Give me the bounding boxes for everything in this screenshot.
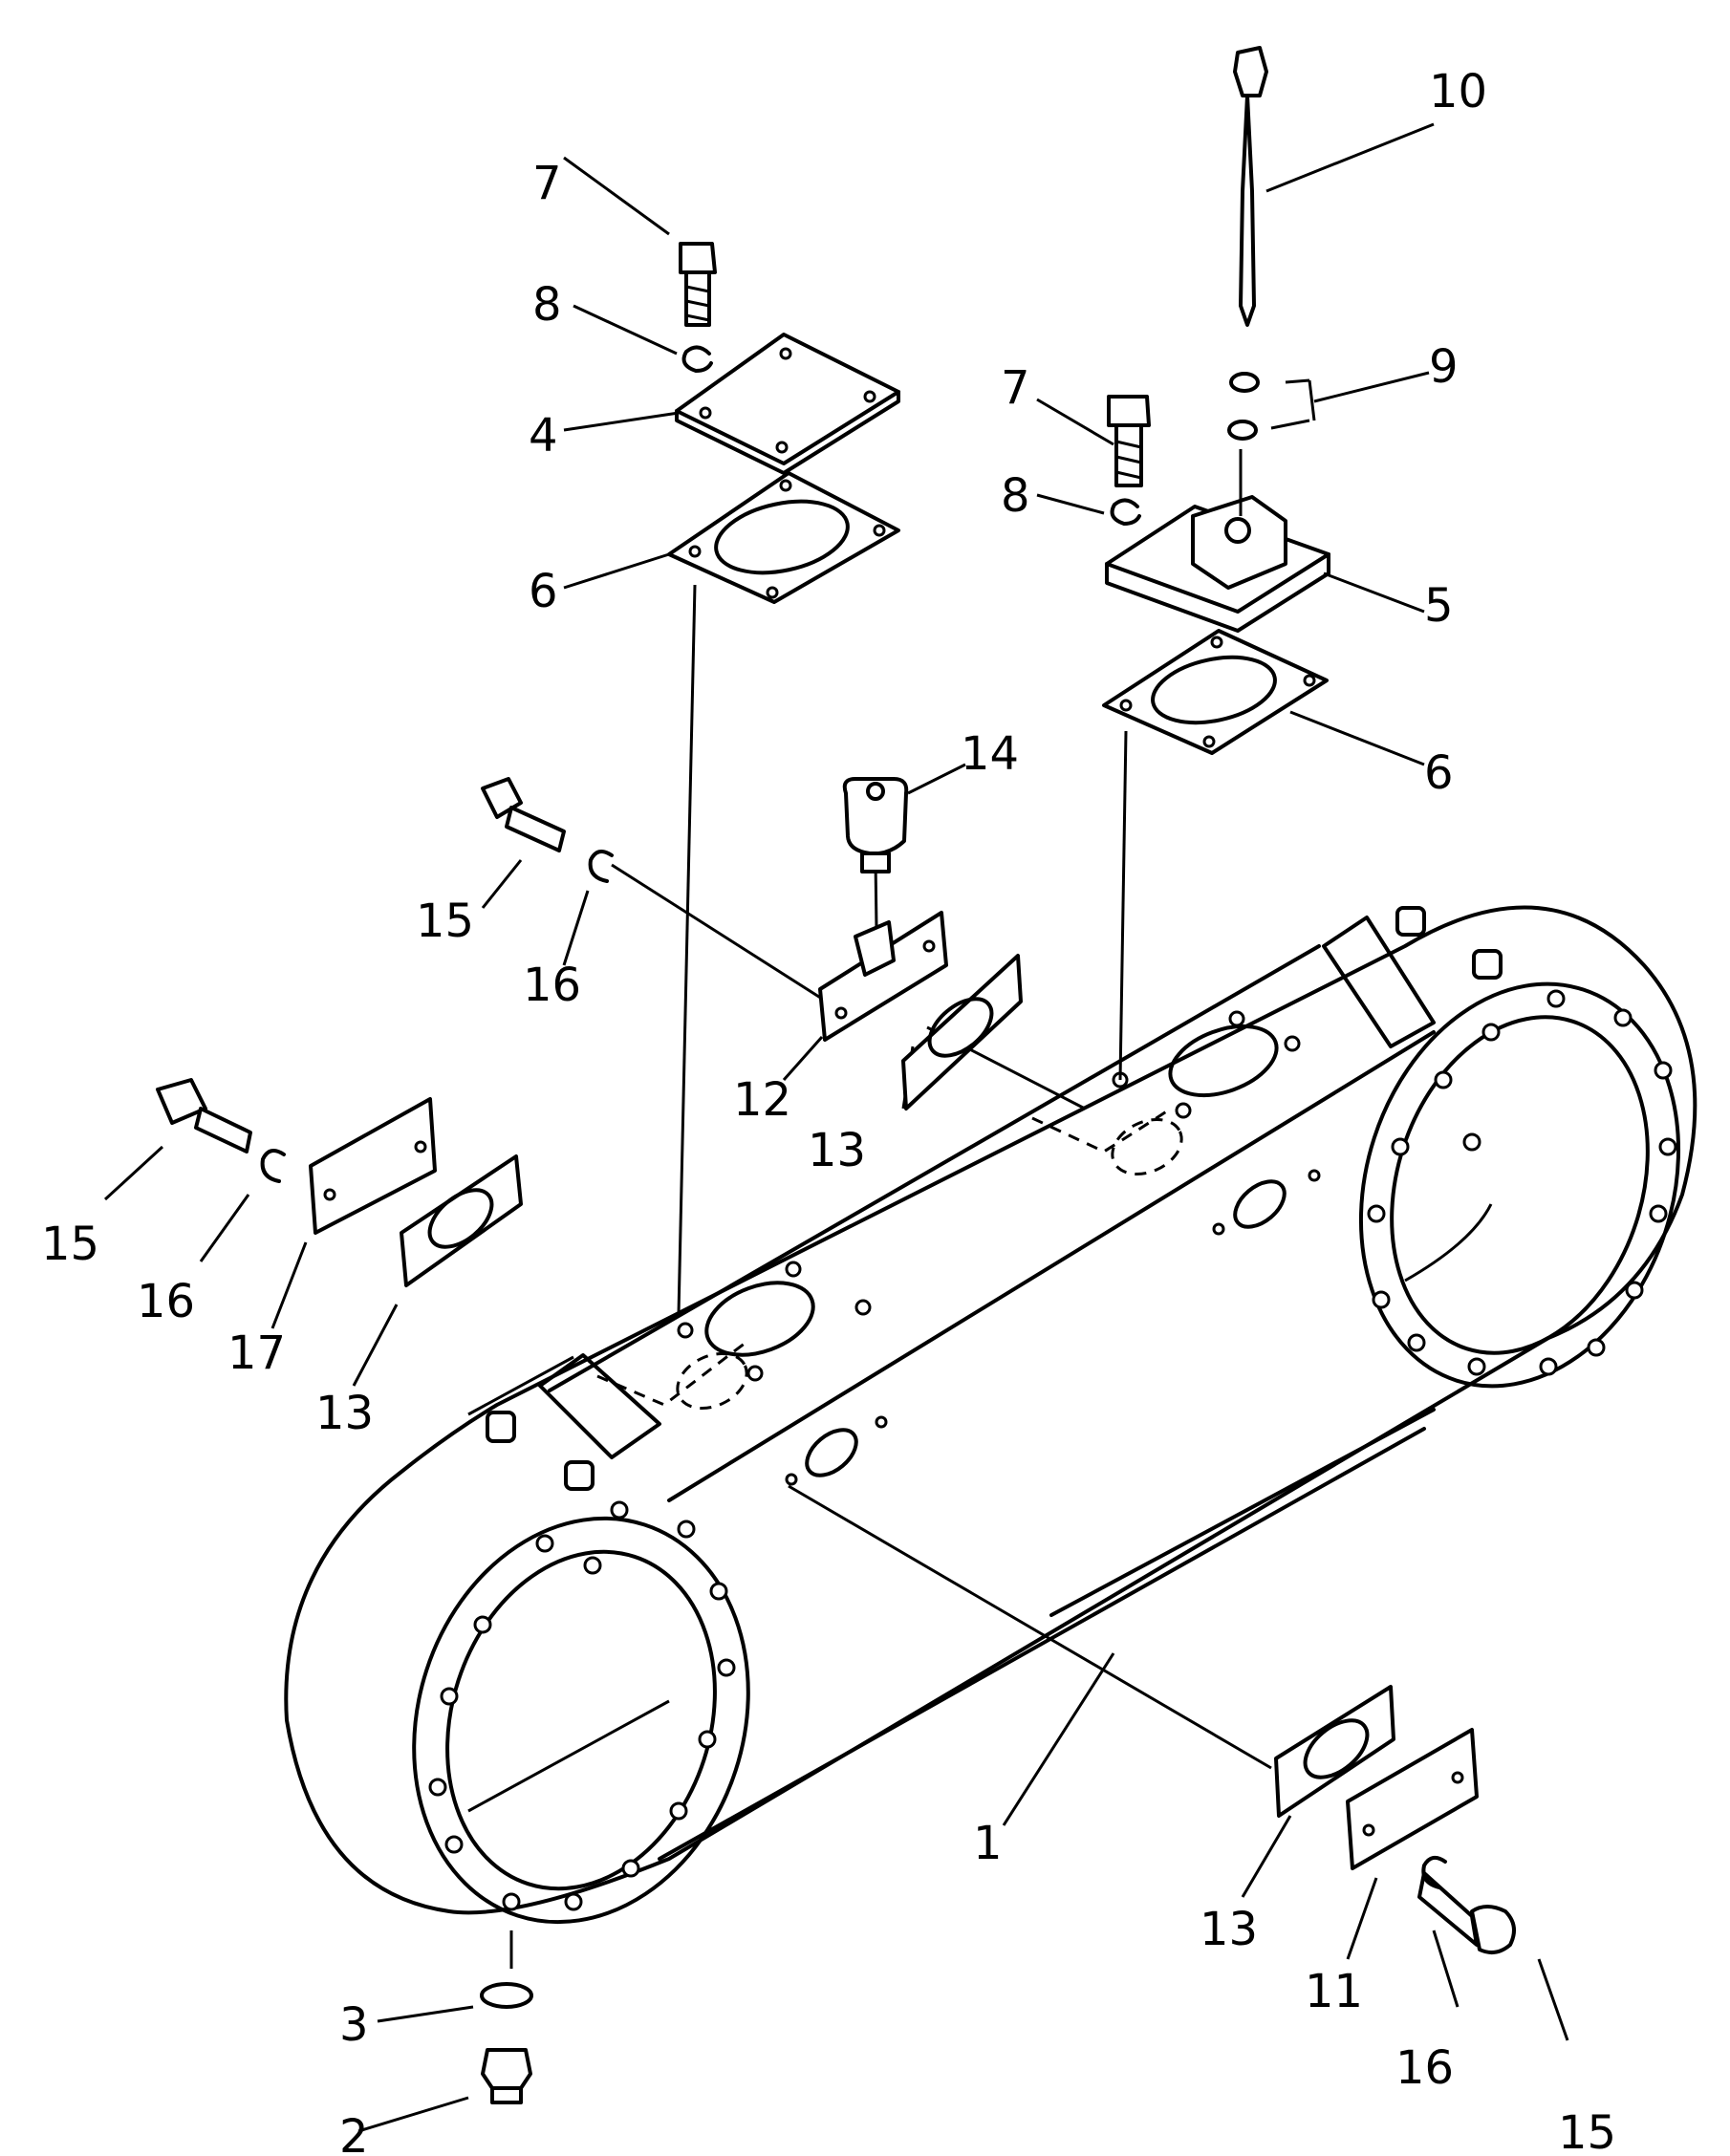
fitting-plate-part — [818, 911, 948, 1042]
gasket-13-top — [901, 954, 1023, 1110]
bolt-top-left — [679, 242, 717, 327]
case-housing — [284, 905, 1698, 1925]
callout-13-top: 13 — [808, 1124, 866, 1177]
callout-14: 14 — [961, 727, 1019, 781]
callout-8-left: 8 — [532, 278, 562, 332]
cover-plate-11 — [1346, 1728, 1479, 1870]
bolt-15-upper — [481, 777, 566, 852]
washer-top-right — [1110, 498, 1141, 526]
gasket-left — [667, 471, 900, 604]
callout-3: 3 — [339, 1998, 369, 2052]
washer-16-upper — [588, 850, 614, 883]
washer-top-left — [681, 345, 713, 373]
callout-8-right: 8 — [1001, 469, 1030, 523]
callout-7-left: 7 — [532, 157, 562, 210]
gasket-right — [1102, 629, 1329, 755]
callout-9: 9 — [1429, 340, 1459, 394]
gasket-13-left — [400, 1154, 523, 1287]
breather-part — [842, 777, 909, 873]
gasket-13-bottom — [1274, 1685, 1395, 1818]
callout-1: 1 — [973, 1817, 1003, 1870]
callout-15-right: 15 — [1558, 2106, 1616, 2156]
callout-6-right: 6 — [1424, 746, 1454, 800]
callout-labels: 7 8 4 6 10 9 7 8 5 6 14 15 16 12 13 15 1… — [41, 65, 1616, 2156]
bolt-15-left — [156, 1078, 252, 1153]
callout-4: 4 — [529, 409, 558, 463]
cover-plate-17 — [309, 1097, 437, 1235]
callout-16-upper: 16 — [523, 959, 581, 1012]
callout-7-right: 7 — [1001, 361, 1030, 415]
callout-13-left: 13 — [315, 1387, 374, 1440]
callout-15-upper: 15 — [416, 895, 474, 948]
cover-plate-part — [675, 333, 900, 475]
callout-2: 2 — [339, 2110, 369, 2156]
drain-o-ring — [480, 1982, 533, 2009]
callout-15-left: 15 — [41, 1218, 99, 1271]
callout-5: 5 — [1424, 579, 1454, 633]
callout-16-right: 16 — [1395, 2041, 1454, 2095]
callout-12: 12 — [733, 1073, 791, 1127]
callout-6-left: 6 — [529, 565, 558, 618]
drain-plug — [481, 2048, 532, 2104]
callout-10: 10 — [1429, 65, 1487, 119]
callout-17: 17 — [227, 1326, 286, 1380]
washer-16-right — [1421, 1855, 1447, 1889]
o-rings-part — [1227, 372, 1260, 441]
callout-11: 11 — [1305, 1965, 1363, 2018]
callout-16-left: 16 — [137, 1275, 195, 1328]
bolt-top-right — [1107, 395, 1151, 487]
washer-16-left — [260, 1149, 286, 1183]
dipstick-part — [1233, 46, 1268, 327]
callout-13-bottom: 13 — [1200, 1903, 1258, 1956]
gauge-cover-part — [1105, 449, 1330, 633]
